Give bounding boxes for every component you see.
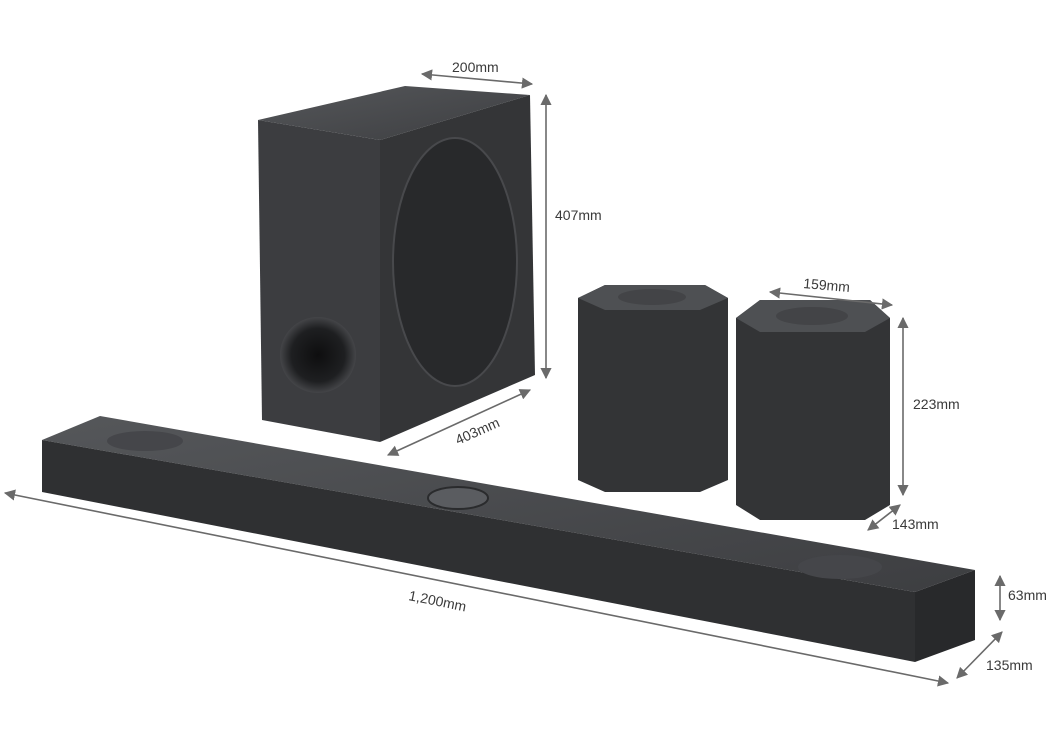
label-subwoofer-height: 407mm bbox=[555, 207, 602, 223]
rear-speaker-right bbox=[736, 300, 890, 520]
label-rear-height: 223mm bbox=[913, 396, 960, 412]
dim-line-bar-width bbox=[3, 489, 950, 687]
soundbar-upfiring-right bbox=[798, 555, 882, 579]
label-subwoofer-depth: 403mm bbox=[453, 414, 502, 448]
dimension-lines bbox=[3, 69, 1006, 687]
soundbar-center-control bbox=[427, 486, 489, 510]
subwoofer-front bbox=[258, 120, 380, 442]
dim-line-rear-width bbox=[768, 287, 894, 310]
subwoofer-driver bbox=[392, 137, 518, 387]
subwoofer-top bbox=[258, 86, 530, 140]
label-bar-width: 1,200mm bbox=[407, 587, 467, 614]
subwoofer bbox=[258, 86, 535, 442]
label-subwoofer-width: 200mm bbox=[452, 59, 499, 75]
rear-speaker-left bbox=[578, 285, 728, 492]
label-bar-height: 63mm bbox=[1008, 587, 1047, 603]
dim-line-bar-depth bbox=[956, 631, 1003, 679]
label-bar-depth: 135mm bbox=[986, 657, 1033, 673]
soundbar-upfiring-left bbox=[107, 431, 183, 451]
subwoofer-port bbox=[280, 317, 356, 393]
dim-line-subwoofer-width bbox=[420, 69, 534, 89]
dim-line-subwoofer-depth bbox=[386, 389, 532, 456]
label-rear-width: 159mm bbox=[803, 275, 851, 295]
label-rear-depth: 143mm bbox=[892, 516, 939, 532]
